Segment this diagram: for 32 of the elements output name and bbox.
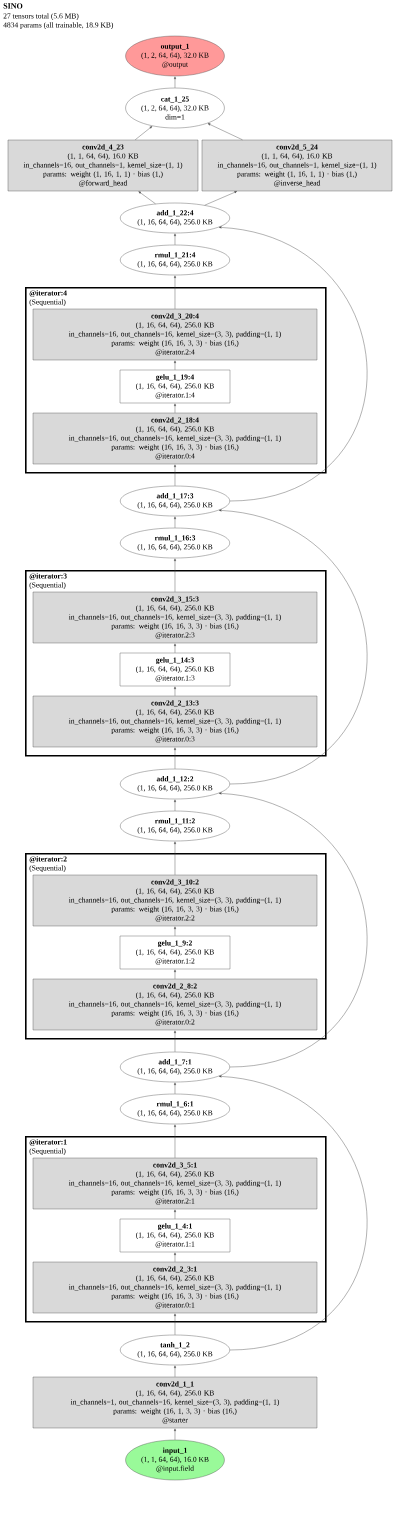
arrow: [207, 123, 243, 140]
arrow: [174, 275, 176, 309]
diagram-title: SINO: [3, 3, 23, 9]
arrow: [174, 1124, 176, 1158]
arrow: [174, 1428, 176, 1440]
arrow: [138, 191, 156, 204]
arrow: [174, 1030, 176, 1052]
arrow: [174, 799, 176, 811]
arrow: [174, 1082, 176, 1094]
arrow: [218, 226, 368, 502]
arrow: [218, 1075, 368, 1351]
arrow: [174, 360, 176, 370]
arrow: [218, 509, 368, 785]
arrow: [135, 126, 153, 140]
arrow: [174, 1209, 176, 1219]
arrow: [174, 1313, 176, 1335]
arrow: [174, 969, 176, 979]
arrow: [174, 1252, 176, 1262]
arrow: [174, 1365, 176, 1377]
arrow: [174, 516, 176, 528]
arrow: [174, 403, 176, 413]
arrow: [174, 747, 176, 769]
arrow: [174, 233, 176, 245]
arrow: [174, 686, 176, 696]
arrow: [174, 841, 176, 875]
arrow: [174, 464, 176, 486]
arrow: [174, 558, 176, 592]
arrow: [218, 792, 368, 1068]
arrow: [174, 643, 176, 653]
arrow: [174, 926, 176, 936]
arrow: [174, 76, 176, 88]
arrow: [204, 191, 237, 206]
